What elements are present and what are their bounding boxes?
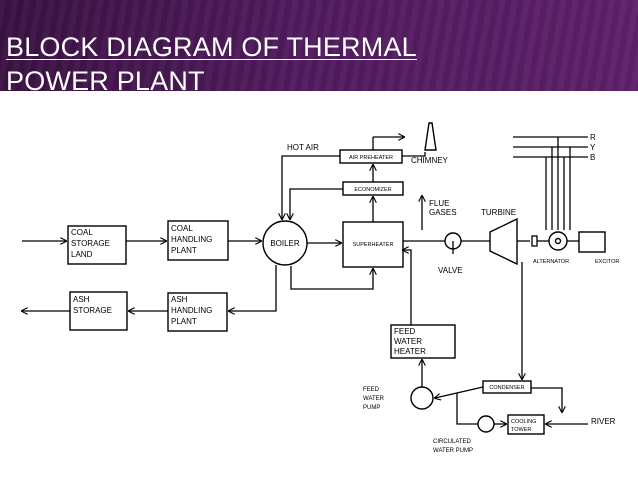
ash-handling-box (167, 292, 228, 332)
valve-label: VALVE (438, 266, 463, 275)
flue-gases-label-2: GASES (429, 208, 457, 217)
boiler-label: BOILER (270, 239, 300, 248)
page-title: BLOCK DIAGRAM OF THERMAL POWER PLANT (6, 30, 417, 91)
coal-handling-label-3: PLANT (171, 246, 197, 255)
chimney-label: CHIMNEY (411, 156, 449, 165)
phase-b-label: B (590, 153, 595, 162)
river-label: RIVER (591, 417, 616, 426)
flue-gases-label-1: FLUE (429, 199, 449, 208)
ash-storage-label-1: ASH (73, 295, 90, 304)
alternator-rotor (548, 231, 568, 251)
phase-y-label: Y (590, 143, 596, 152)
circulated-water-pump-label-2: WATER PUMP (433, 448, 473, 454)
feed-water-pump-label-3: PUMP (363, 405, 380, 411)
chimney-shape (424, 122, 437, 151)
coal-handling-label-1: COAL (171, 224, 193, 233)
coal-handling-label-2: HANDLING (171, 235, 212, 244)
thermal-power-plant-diagram: COAL STORAGE LAND COAL HANDLING PLANT AS… (0, 122, 619, 454)
condenser-label: CONDENSER (489, 385, 524, 391)
cooling-tower-label-2: TOWER (511, 427, 531, 433)
air-preheater-label: AIR PREHEATER (349, 155, 393, 161)
cooling-tower-label-1: COOLING (511, 419, 536, 425)
phase-r-label: R (590, 133, 596, 142)
alternator-label: ALTERNATOR (533, 259, 569, 265)
ash-handling-label-2: HANDLING (171, 306, 212, 315)
feed-water-pump-label-2: WATER (363, 396, 385, 402)
circulated-water-pump-circle (477, 415, 495, 433)
coal-storage-label-3: LAND (71, 250, 93, 259)
feed-water-pump-label-1: FEED (363, 387, 380, 393)
feed-water-heater-label-1: FEED (394, 327, 416, 336)
coal-storage-label-2: STORAGE (71, 239, 110, 248)
feed-water-heater-label-2: WATER (394, 337, 422, 346)
excitor-label: EXCITOR (595, 259, 619, 265)
page-title-line-1: BLOCK DIAGRAM OF THERMAL (6, 32, 417, 62)
feed-water-heater-label-3: HEATER (394, 347, 426, 356)
excitor-box (578, 231, 606, 253)
hot-air-label: HOT AIR (287, 143, 319, 152)
feed-water-pump-circle (410, 386, 434, 410)
coal-storage-box (67, 225, 127, 265)
superheater-label: SUPERHEATER (353, 242, 394, 248)
ash-handling-label-3: PLANT (171, 317, 197, 326)
circulated-water-pump-label-1: CIRCULATED (433, 439, 472, 445)
ash-handling-label-1: ASH (171, 295, 188, 304)
turbine-label: TURBINE (481, 208, 516, 217)
ash-storage-label-2: STORAGE (73, 306, 112, 315)
title-banner: BLOCK DIAGRAM OF THERMAL POWER PLANT (0, 0, 638, 91)
turbine-shape (489, 217, 518, 266)
page-title-line-2: POWER PLANT (6, 66, 205, 91)
feed-water-heater-box (390, 324, 456, 359)
cooling-tower-box (507, 414, 545, 435)
coal-storage-label-1: COAL (71, 228, 93, 237)
economizer-label: ECONOMIZER (354, 187, 391, 193)
